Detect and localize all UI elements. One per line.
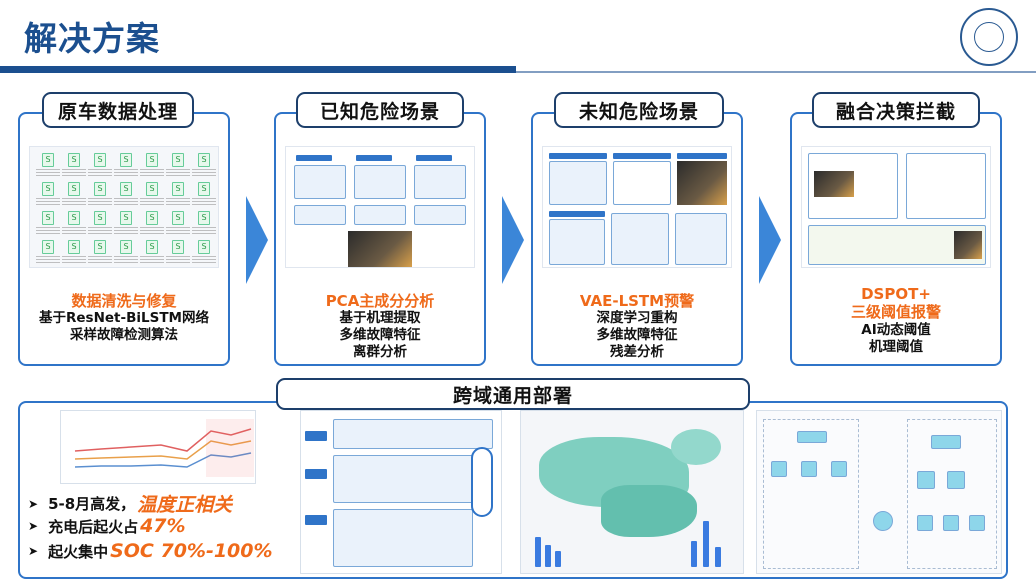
insight-bullet: ➤ 起火集中 SOC 70%-100% (28, 540, 273, 562)
csv-file-icon: S (192, 211, 216, 236)
step-line: 离群分析 (353, 344, 407, 360)
csv-file-icon: S (166, 153, 190, 178)
chevron-right-icon (759, 196, 781, 284)
csv-file-icon: S (36, 182, 60, 207)
step-line: 采样故障检测算法 (70, 327, 178, 343)
csv-file-icon: S (166, 182, 190, 207)
step-tab-raw-data: 原车数据处理 (42, 92, 194, 128)
insight-bullet: ➤ 5-8月高发， 温度正相关 (28, 490, 232, 517)
page-title: 解决方案 (24, 19, 160, 58)
csv-file-icon: S (36, 240, 60, 265)
csv-file-icon: S (36, 153, 60, 178)
arrow-bullet-icon: ➤ (28, 496, 39, 511)
step-headline: VAE-LSTM预警 (579, 292, 695, 310)
csv-file-icon: S (114, 240, 138, 265)
step-line: 多维故障特征 (596, 327, 678, 343)
step-line: 基于ResNet-BiLSTM网络 (39, 310, 209, 326)
csv-file-icon: S (192, 153, 216, 178)
csv-file-icon: S (140, 240, 164, 265)
chevron-right-icon (502, 196, 524, 284)
csv-file-icon: S (140, 211, 164, 236)
csv-file-icon: S (140, 182, 164, 207)
csv-file-icon: S (62, 211, 86, 236)
step-headline: 数据清洗与修复 (71, 292, 177, 310)
csv-file-icon: S (114, 211, 138, 236)
csv-file-icon: S (88, 211, 112, 236)
csv-file-icon: S (114, 153, 138, 178)
csv-file-icon: S (62, 182, 86, 207)
step-card-known-risk: PCA主成分分析 基于机理提取 多维故障特征 离群分析 (274, 112, 486, 366)
step-line: 基于机理提取 (339, 310, 421, 326)
pca-diagram-image (285, 146, 475, 268)
title-rule (0, 66, 516, 73)
step-tab-fusion-decision: 融合决策拦截 (812, 92, 980, 128)
csv-file-icon: S (88, 153, 112, 178)
title-rule-thin (516, 71, 1036, 73)
china-map-image (520, 410, 744, 574)
step-card-fusion-decision: DSPOT+ 三级阈值报警 AI动态阈值 机理阈值 (790, 112, 1002, 366)
step-line: 机理阈值 (869, 339, 923, 355)
bullet-text: 起火集中 (48, 542, 109, 561)
step-line: 深度学习重构 (596, 310, 678, 326)
csv-file-icon: S (192, 240, 216, 265)
line-thumbnail (74, 419, 254, 477)
step-line: AI动态阈值 (861, 322, 931, 338)
deployment-tab: 跨域通用部署 (276, 378, 750, 410)
step-tab-known-risk: 已知危险场景 (296, 92, 464, 128)
csv-file-icon: S (36, 211, 60, 236)
cloud-topology-image (756, 410, 1002, 574)
vae-lstm-diagram-image (542, 146, 732, 268)
csv-file-icon: S (62, 153, 86, 178)
step-headline: DSPOT+ (861, 285, 931, 303)
step-card-unknown-risk: VAE-LSTM预警 深度学习重构 多维故障特征 残差分析 (531, 112, 743, 366)
step-headline-2: 三级阈值报警 (850, 303, 941, 321)
insight-bullet: ➤ 充电后起火占 47% (28, 515, 186, 537)
arrow-bullet-icon: ➤ (28, 544, 39, 558)
architecture-diagram-image (300, 410, 502, 574)
bullet-highlight: SOC 70%-100% (110, 540, 273, 562)
csv-file-icon: S (140, 153, 164, 178)
step-tab-unknown-risk: 未知危险场景 (554, 92, 724, 128)
bullet-highlight: 温度正相关 (137, 494, 233, 516)
step-line: 残差分析 (610, 344, 664, 360)
arrow-bullet-icon: ➤ (28, 519, 39, 533)
csv-file-icon: S (88, 240, 112, 265)
csv-file-icon: S (114, 182, 138, 207)
bullet-text: 5-8月高发， (48, 495, 136, 513)
csv-file-icon: S (192, 182, 216, 207)
dspot-diagram-image (801, 146, 991, 268)
step-headline: PCA主成分分析 (325, 292, 435, 310)
csv-file-icon: S (166, 211, 190, 236)
university-seal-icon (960, 8, 1018, 66)
soc-temperature-chart-image (60, 410, 256, 484)
chevron-right-icon (246, 196, 268, 284)
csv-file-icon: S (62, 240, 86, 265)
csv-file-icon: S (88, 182, 112, 207)
bullet-highlight: 47% (140, 515, 186, 537)
bullet-text: 充电后起火占 (48, 517, 139, 536)
csv-file-icon: S (166, 240, 190, 265)
step-line: 多维故障特征 (339, 327, 421, 343)
